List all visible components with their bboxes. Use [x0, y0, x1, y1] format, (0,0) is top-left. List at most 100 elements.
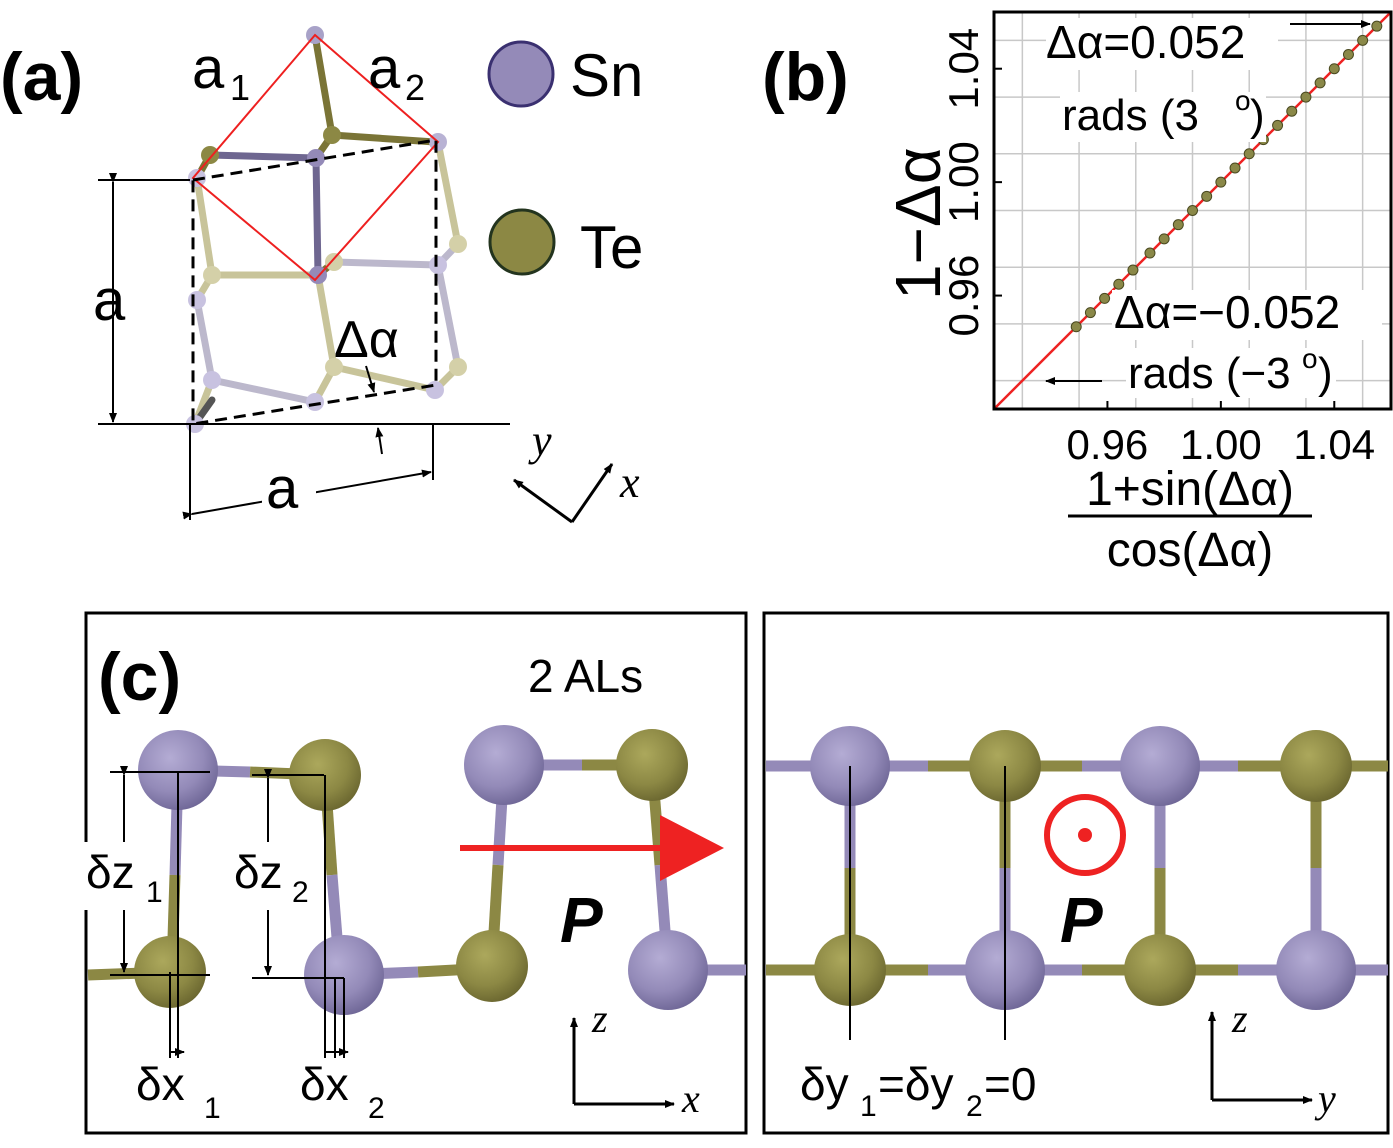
polarization-out-of-plane-icon: [1044, 794, 1126, 876]
data-point: [1099, 292, 1111, 304]
x-tick-label: 1.00: [1180, 421, 1262, 468]
data-point: [1286, 105, 1298, 117]
svg-text:): ): [1318, 349, 1333, 398]
svg-text:δz: δz: [234, 846, 283, 898]
te-atom: [1124, 934, 1196, 1006]
panel-a-axis-x: x: [619, 458, 640, 507]
data-point: [1215, 176, 1227, 188]
svg-text:1: 1: [204, 1092, 221, 1125]
panel-c: (c) 2 ALs: [80, 611, 1390, 1135]
data-point: [1070, 321, 1082, 333]
annotation-arrows: [1045, 20, 1371, 385]
annotation-top-line2: rads (3 o ): [1062, 85, 1265, 140]
panel-c-left-axis-triad: [570, 1017, 675, 1108]
panel-a-axis-y: y: [528, 416, 552, 465]
chart-x-label-numerator: 1+sin(Δα): [1086, 463, 1294, 516]
polarization-label-left: P: [560, 884, 603, 956]
svg-text:δy: δy: [800, 1058, 849, 1110]
als-label: 2 ALs: [528, 650, 643, 702]
svg-text:o: o: [1235, 85, 1251, 116]
label-dx2: δx 2: [300, 1058, 385, 1125]
side-length-label: a: [93, 268, 126, 333]
data-point: [1300, 91, 1312, 103]
data-point: [1201, 190, 1213, 202]
panel-a-label: (a): [0, 39, 83, 115]
annotation-bottom-line1: Δα=−0.052: [1114, 286, 1340, 338]
svg-text:2: 2: [368, 1092, 385, 1125]
data-point: [1243, 148, 1255, 160]
svg-text:1: 1: [146, 876, 163, 909]
data-point: [1158, 233, 1170, 245]
panel-c-left-frame: [84, 611, 748, 1135]
data-point: [1229, 162, 1241, 174]
x-tick-label: 1.04: [1293, 421, 1375, 468]
y-tick-label: 1.04: [940, 28, 987, 110]
label-dz1: δz 1: [86, 846, 163, 909]
svg-text:=δy: =δy: [878, 1058, 953, 1110]
panel-c-right-guides: [849, 766, 1006, 1040]
svg-text:1: 1: [860, 1090, 877, 1123]
data-point: [1272, 119, 1284, 131]
svg-text:δx: δx: [136, 1058, 185, 1110]
bottom-length-label: a: [266, 456, 299, 521]
panel-c-axis-z-left: z: [591, 996, 608, 1041]
data-point: [1084, 307, 1096, 319]
annotation-top-line1: Δα=0.052: [1046, 16, 1245, 68]
svg-text:2: 2: [405, 67, 425, 108]
label-a1: a 1: [192, 36, 250, 108]
panel-c-axis-z-right: z: [1231, 996, 1248, 1041]
sn-atom: [1120, 726, 1200, 806]
y-tick-label: 1.00: [940, 141, 987, 223]
label-a2: a 2: [368, 36, 425, 108]
polarization-label-right: P: [1060, 884, 1103, 956]
svg-text:=0: =0: [984, 1058, 1036, 1110]
data-point: [1172, 219, 1184, 231]
panel-c-label: (c): [98, 639, 181, 715]
svg-text:δz: δz: [86, 846, 135, 898]
svg-text:rads (3: rads (3: [1062, 91, 1199, 140]
te-atom: [456, 930, 528, 1002]
legend-te-label: Te: [580, 214, 643, 281]
legend: Sn Te: [487, 40, 643, 281]
panel-c-right-axis-triad: [1208, 1011, 1313, 1104]
data-point: [1371, 20, 1383, 32]
svg-text:2: 2: [966, 1090, 983, 1123]
panel-a: (a): [0, 26, 643, 524]
data-point: [1342, 49, 1354, 61]
svg-text:1: 1: [230, 67, 250, 108]
chart-x-label-denominator: cos(Δα): [1107, 524, 1273, 577]
annotation-bottom-line2: rads (−3 o ): [1128, 343, 1333, 398]
svg-text:a: a: [368, 36, 401, 101]
data-point: [1144, 247, 1156, 259]
sn-atom: [138, 730, 218, 810]
sn-atom: [1276, 930, 1356, 1010]
x-tick-label: 0.96: [1067, 421, 1149, 468]
distorted-cell-outline: [191, 138, 438, 426]
sn-atom: [628, 930, 708, 1010]
legend-sn-swatch: [487, 40, 555, 108]
panel-c-axis-y: y: [1314, 1076, 1336, 1121]
te-atom: [616, 729, 688, 801]
panel-a-axis-triad: [513, 463, 614, 524]
polarization-arrow: [460, 815, 724, 881]
chart-x-ticks: 0.96 1.00 1.04: [1067, 401, 1375, 468]
sn-atom: [464, 725, 544, 805]
data-point: [1113, 278, 1125, 290]
label-dy: δy 1 =δy 2 =0: [800, 1058, 1036, 1123]
te-atom: [1280, 730, 1352, 802]
scatter-chart: 0.96 1.00 1.04 0.96 1.00 1.04: [940, 10, 1393, 468]
legend-te-swatch: [488, 208, 556, 276]
panel-c-axis-x: x: [681, 1076, 700, 1121]
angle-label: Δα: [334, 311, 399, 369]
svg-text:o: o: [1302, 343, 1318, 374]
label-dx1: δx 1: [136, 1058, 221, 1125]
svg-text:): ): [1250, 91, 1265, 140]
panel-a-atoms: [186, 26, 467, 433]
svg-text:2: 2: [292, 876, 309, 909]
y-tick-label: 0.96: [940, 255, 987, 337]
chart-y-label: 1−Δα: [882, 147, 954, 300]
chart-frame: [992, 10, 1393, 411]
data-point: [1328, 63, 1340, 75]
data-point: [1127, 264, 1139, 276]
